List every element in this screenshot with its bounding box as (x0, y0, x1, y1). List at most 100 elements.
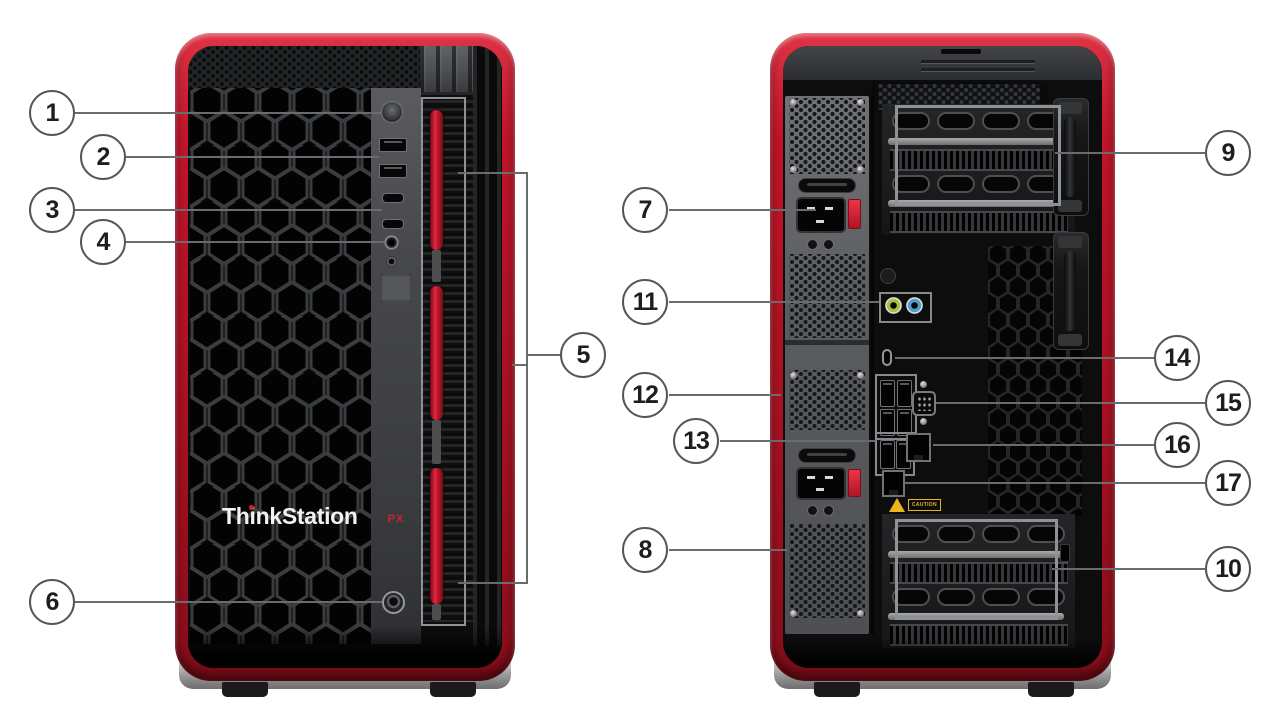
caution-label-text: CAUTION (908, 499, 941, 511)
drive-bay-handle-2 (430, 286, 443, 420)
front-drive-bays (421, 92, 473, 626)
psu-screw (790, 610, 797, 617)
callout-6: 6 (29, 579, 75, 625)
slot-vent (892, 112, 930, 130)
leader-line-3 (74, 209, 382, 211)
slot-vent (982, 588, 1020, 606)
front-right-fins (473, 46, 502, 646)
leader-line-16 (933, 444, 1154, 446)
slot-vent (892, 588, 930, 606)
leader-bracket-5-top (458, 172, 528, 174)
pcie-slots-top (882, 104, 1075, 234)
slot-bracket (888, 138, 1064, 145)
front-tower-foot-left (222, 682, 268, 697)
audio-line-in-jack-icon (906, 297, 923, 314)
leader-bracket-5-bottom (458, 582, 528, 584)
slot-bracket (888, 551, 1064, 558)
power-inlet-1-icon (796, 197, 846, 233)
slot-vent (937, 588, 975, 606)
psu-handle-1 (798, 178, 856, 193)
power-inlet-2-icon (796, 467, 846, 500)
callout-11: 11 (622, 279, 668, 325)
leader-line-9 (1055, 152, 1205, 154)
psu-hole (823, 239, 834, 250)
slot-bracket (888, 613, 1064, 620)
psu-screw (857, 610, 864, 617)
callout-12: 12 (622, 372, 668, 418)
leader-line-1 (74, 112, 381, 114)
usb-a-port-2-icon (379, 164, 407, 178)
usb-a-port-icon (897, 409, 912, 436)
usb-a-port-icon (897, 380, 912, 407)
kensington-lock-slot-icon (1060, 544, 1070, 562)
slot-vent (937, 175, 975, 193)
slot-fin-cover (890, 211, 1068, 233)
slot-vent (937, 112, 975, 130)
slot-vent (892, 175, 930, 193)
rear-top-panel (783, 46, 1102, 80)
rear-psu-column (785, 96, 869, 634)
leader-line-10 (1052, 568, 1205, 570)
drive-bay-handle-3 (430, 468, 443, 604)
warning-triangle-icon (889, 498, 905, 512)
callout-16: 16 (1154, 422, 1200, 468)
rear-handle-groove-2 (921, 68, 1035, 72)
usb-c-port-2-icon (382, 219, 404, 229)
thinkstation-logo-red-dot (249, 505, 254, 510)
leader-line-4 (125, 241, 384, 243)
leader-line-12 (669, 394, 781, 396)
leader-line-5 (527, 354, 561, 356)
ethernet-port-2-icon (882, 470, 905, 497)
psu-hole (823, 505, 834, 516)
drive-bay-handle-1 (430, 110, 443, 250)
power-inlet-2-red-clip (848, 469, 861, 497)
callout-2: 2 (80, 134, 126, 180)
callout-8: 8 (622, 527, 668, 573)
leader-line-8 (669, 549, 787, 551)
usb-c-port-1-icon (382, 193, 404, 203)
leader-line-15 (936, 402, 1205, 404)
psu-screw (857, 99, 864, 106)
rear-tower-foot-left (814, 682, 860, 697)
callout-9: 9 (1205, 130, 1251, 176)
front-aux-button-icon (386, 256, 397, 267)
slot-vent (982, 525, 1020, 543)
caution-label: CAUTION (889, 498, 941, 512)
slot-fin-cover (890, 562, 1068, 584)
pcie-bottom-callout-target-box (895, 519, 1058, 620)
psu-screw (857, 372, 864, 379)
leader-line-2 (125, 156, 379, 158)
slot-fin-cover (890, 149, 1068, 171)
drive-bay-connector-1 (432, 250, 441, 282)
usb-a-port-1-icon (379, 138, 407, 152)
usb-a-port-icon (880, 409, 895, 436)
rear-tower-foot-right (1028, 682, 1074, 697)
callout-1: 1 (29, 90, 75, 136)
rear-top-notch (941, 49, 981, 54)
front-lock-button-icon (382, 591, 405, 614)
slot-vent (937, 525, 975, 543)
drive-bay-connector-2 (432, 420, 441, 464)
front-tower-front-panel: PX ThinkStation (188, 46, 502, 668)
front-tower-illustration: PX ThinkStation (175, 33, 515, 697)
front-bottom-shadow (188, 626, 502, 668)
rear-usb-c-port-icon (882, 349, 892, 366)
callout-4: 4 (80, 219, 126, 265)
psu-hole (807, 505, 818, 516)
rear-panel-seam (871, 96, 874, 634)
slot-vent (982, 175, 1020, 193)
leader-bracket-5 (526, 172, 528, 584)
side-latch-bottom (1053, 232, 1089, 350)
pcie-slots-bottom (882, 514, 1075, 648)
usb-a-port-icon (880, 380, 895, 407)
psu-screw (790, 99, 797, 106)
callout-10: 10 (1205, 546, 1251, 592)
leader-line-11 (669, 301, 879, 303)
psu-hole (807, 239, 818, 250)
callout-7: 7 (622, 187, 668, 233)
power-button-icon (381, 101, 403, 123)
callout-3: 3 (29, 187, 75, 233)
drive-bay-callout-target-box (421, 97, 466, 626)
ethernet-port-1-icon (906, 433, 931, 462)
